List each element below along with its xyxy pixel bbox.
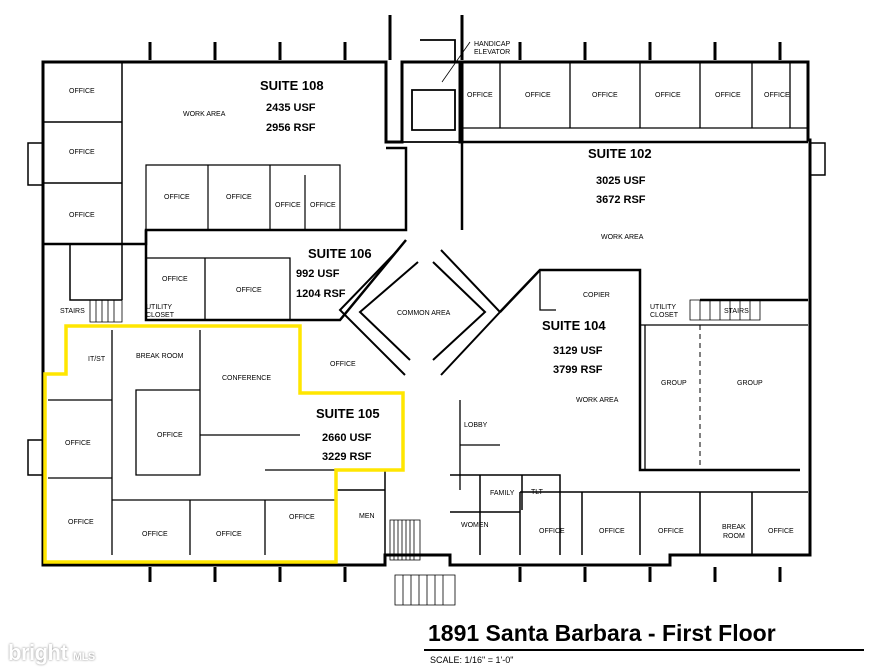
suite-102-usf: 3025 USF — [596, 175, 646, 187]
office-label: OFFICE — [226, 194, 252, 201]
office-label: OFFICE — [142, 531, 168, 538]
suite-106-wall — [144, 230, 407, 322]
office-label: OFFICE — [164, 194, 190, 201]
watermark-suffix: MLS — [72, 651, 95, 663]
closet-label: CLOSET — [146, 312, 175, 319]
office-label: OFFICE — [525, 92, 551, 99]
stairs — [89, 299, 761, 606]
common-area-label: COMMON AREA — [397, 310, 451, 317]
plan-title: 1891 Santa Barbara - First Floor — [428, 620, 776, 646]
suite-104-work-area: WORK AREA — [576, 397, 619, 404]
men-label: MEN — [359, 513, 375, 520]
office-label: OFFICE — [715, 92, 741, 99]
suite-105-name: SUITE 105 — [316, 406, 380, 421]
stairs-label: STAIRS — [724, 308, 749, 315]
group-label: GROUP — [661, 380, 687, 387]
suite-108-rsf: 2956 RSF — [266, 122, 316, 134]
common-area-walls — [338, 249, 502, 376]
office-label: OFFICE — [539, 528, 565, 535]
suite-106-rsf: 1204 RSF — [296, 288, 346, 300]
break-label: BREAK — [722, 524, 746, 531]
office-label: OFFICE — [310, 202, 336, 209]
handicap-label: HANDICAP — [474, 41, 511, 48]
suite-106-name: SUITE 106 — [308, 246, 372, 261]
office-label: OFFICE — [216, 531, 242, 538]
women-label: WOMEN — [461, 522, 489, 529]
suite-108-work-area: WORK AREA — [183, 111, 226, 118]
tlt-label: TLT — [531, 489, 544, 496]
suite-108-offices — [145, 164, 341, 230]
office-label: OFFICE — [65, 440, 91, 447]
lobby-label: LOBBY — [464, 422, 488, 429]
suite-105-interior-walls — [48, 330, 335, 555]
utility-label: UTILITY — [650, 304, 676, 311]
suite-108-name: SUITE 108 — [260, 78, 324, 93]
suite-104-wall — [499, 268, 800, 472]
stairs-label: STAIRS — [60, 308, 85, 315]
elevator-callout-line — [441, 41, 471, 83]
suite-102-work-area: WORK AREA — [601, 234, 644, 241]
office-label: OFFICE — [289, 514, 315, 521]
office-label: OFFICE — [330, 361, 356, 368]
break-room-label: BREAK ROOM — [136, 353, 184, 360]
office-label: OFFICE — [69, 88, 95, 95]
suite-105-highlight — [43, 324, 405, 564]
office-label: OFFICE — [467, 92, 493, 99]
suite-106-usf: 992 USF — [296, 268, 340, 280]
office-label: OFFICE — [655, 92, 681, 99]
side-windows — [27, 142, 826, 476]
elevator-core — [401, 39, 461, 143]
copier-label: COPIER — [583, 292, 610, 299]
office-label: OFFICE — [69, 149, 95, 156]
office-label: OFFICE — [157, 432, 183, 439]
group-label: GROUP — [737, 380, 763, 387]
it-st-label: IT/ST — [88, 356, 106, 363]
suite-105-usf: 2660 USF — [322, 432, 372, 444]
office-label: OFFICE — [599, 528, 625, 535]
family-label: FAMILY — [490, 490, 515, 497]
suite-102-rsf: 3672 RSF — [596, 194, 646, 206]
suite-108-wall — [43, 146, 408, 246]
office-label: OFFICE — [764, 92, 790, 99]
suite-105-rsf: 3229 RSF — [322, 451, 372, 463]
utility-label: UTILITY — [146, 304, 172, 311]
office-label: OFFICE — [768, 528, 794, 535]
office-label: OFFICE — [69, 212, 95, 219]
elevator-label: ELEVATOR — [474, 49, 510, 56]
conference-label: CONFERENCE — [222, 375, 271, 382]
office-label: OFFICE — [658, 528, 684, 535]
office-label: OFFICE — [592, 92, 618, 99]
title-underline — [424, 649, 864, 651]
office-label: OFFICE — [275, 202, 301, 209]
suite-104-usf: 3129 USF — [553, 345, 603, 357]
suite-108-usf: 2435 USF — [266, 102, 316, 114]
office-label: OFFICE — [162, 276, 188, 283]
office-label: OFFICE — [236, 287, 262, 294]
column-posts — [148, 15, 782, 582]
restroom-walls — [450, 474, 561, 555]
suite-102-name: SUITE 102 — [588, 146, 652, 161]
closet-label: CLOSET — [650, 312, 679, 319]
watermark-brand: bright — [8, 640, 68, 665]
building-walls — [27, 15, 826, 606]
office-label: OFFICE — [68, 519, 94, 526]
suite-104-rsf: 3799 RSF — [553, 364, 603, 376]
suite-104-name: SUITE 104 — [542, 318, 606, 333]
suite-102-wall — [460, 140, 808, 302]
room-label: ROOM — [723, 533, 745, 540]
plan-scale: SCALE: 1/16" = 1'-0" — [430, 655, 514, 665]
bright-mls-watermark: bright MLS — [8, 640, 95, 666]
